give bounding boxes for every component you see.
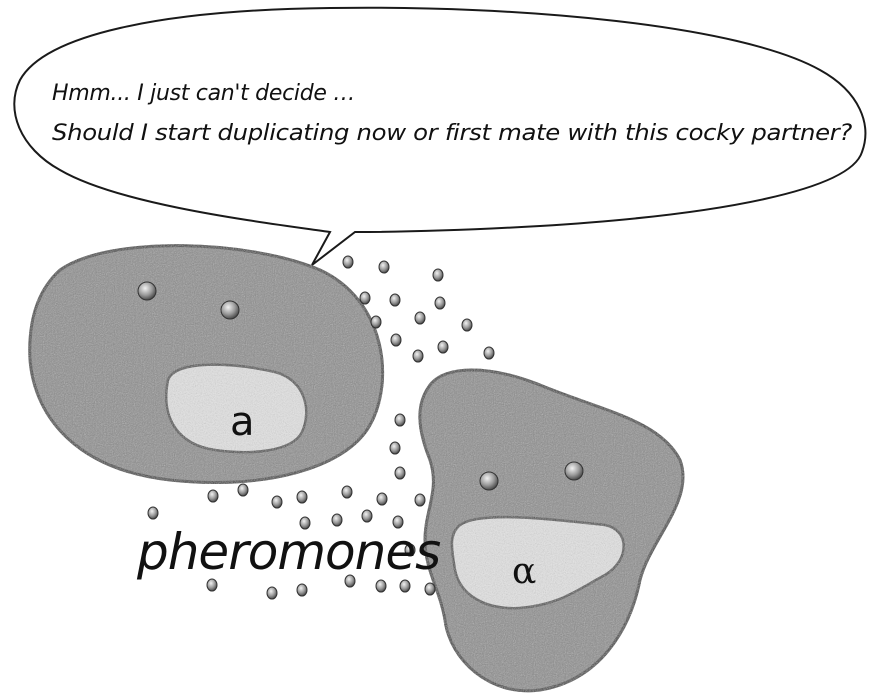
pheromone-dot [379, 261, 389, 273]
pheromone-dot [415, 312, 425, 324]
pheromone-dot [400, 580, 410, 592]
pheromone-dot [390, 442, 400, 454]
pheromone-dot [438, 341, 448, 353]
cell-alpha-vesicle [565, 462, 583, 480]
pheromone-dot [371, 316, 381, 328]
pheromone-dot [208, 490, 218, 502]
cell-alpha-nucleus-label: α [512, 551, 536, 592]
cell-alpha: α [420, 370, 683, 691]
pheromone-dot [395, 414, 405, 426]
pheromone-dot [415, 494, 425, 506]
pheromone-dot [238, 484, 248, 496]
pheromone-dot [362, 510, 372, 522]
pheromone-dot [343, 256, 353, 268]
pheromone-dot [435, 297, 445, 309]
pheromone-dot [395, 467, 405, 479]
speech-line-1: Hmm... I just can't decide … [52, 81, 355, 106]
cell-a: a [30, 246, 383, 483]
pheromones-label: pheromones [136, 523, 440, 581]
pheromone-dot [376, 580, 386, 592]
pheromone-dot [425, 583, 435, 595]
speech-line-2: Should I start duplicating now or first … [52, 121, 853, 146]
speech-bubble: Hmm... I just can't decide … Should I st… [14, 8, 865, 265]
pheromone-dot [484, 347, 494, 359]
pheromone-dot [297, 491, 307, 503]
pheromone-dot [267, 587, 277, 599]
cell-alpha-vesicle [480, 472, 498, 490]
cell-a-vesicle [221, 301, 239, 319]
pheromone-dot [272, 496, 282, 508]
pheromone-dot [377, 493, 387, 505]
pheromone-dot [413, 350, 423, 362]
pheromone-dot [342, 486, 352, 498]
pheromone-dot [433, 269, 443, 281]
pheromone-dot [462, 319, 472, 331]
pheromone-dot [391, 334, 401, 346]
cell-a-vesicle [138, 282, 156, 300]
pheromone-dot [360, 292, 370, 304]
pheromone-dot [148, 507, 158, 519]
cell-a-nucleus-label: a [230, 399, 255, 445]
pheromone-dot [390, 294, 400, 306]
pheromone-dot [297, 584, 307, 596]
